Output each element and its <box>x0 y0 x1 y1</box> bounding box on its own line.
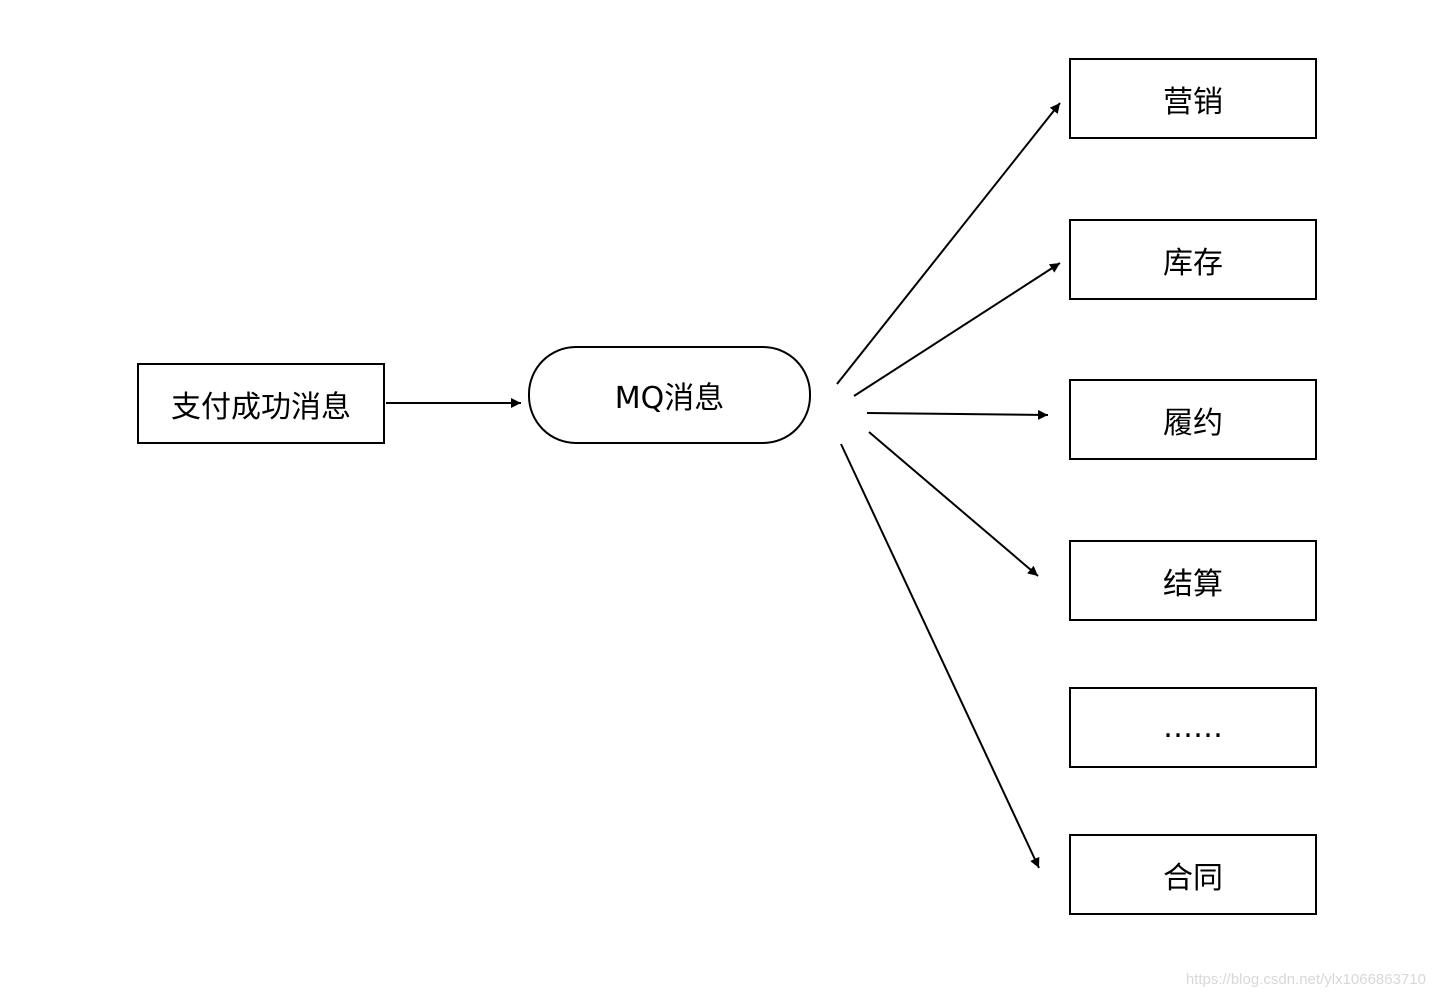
mq-hub-label: MQ消息 <box>614 381 725 416</box>
consumer-node-inventory: 库存 <box>1069 219 1317 300</box>
source-node-label: 支付成功消息 <box>171 389 351 425</box>
mq-hub-node: MQ消息 <box>528 346 811 444</box>
source-node-payment-success: 支付成功消息 <box>137 363 385 444</box>
watermark-text: https://blog.csdn.net/ylx1066863710 <box>1185 971 1426 988</box>
consumer-node-label: 结算 <box>1163 566 1223 602</box>
consumer-node-label: 库存 <box>1163 245 1223 281</box>
consumer-node-settlement: 结算 <box>1069 540 1317 621</box>
consumer-node-ellipsis: …… <box>1069 687 1317 768</box>
consumer-node-label: …… <box>1163 710 1223 745</box>
consumer-node-label: 营销 <box>1163 84 1223 120</box>
consumer-node-fulfillment: 履约 <box>1069 379 1317 460</box>
arrow-hub-to-consumer-1 <box>836 102 1061 385</box>
consumer-node-label: 合同 <box>1163 860 1223 896</box>
arrow-hub-to-consumer-6 <box>840 443 1040 869</box>
arrow-hub-to-consumer-2 <box>853 262 1061 397</box>
consumer-node-label: 履约 <box>1163 405 1223 441</box>
arrow-hub-to-consumer-3 <box>866 409 1049 420</box>
consumer-node-marketing: 营销 <box>1069 58 1317 139</box>
arrow-hub-to-consumer-4 <box>868 431 1039 577</box>
consumer-node-contract: 合同 <box>1069 834 1317 915</box>
